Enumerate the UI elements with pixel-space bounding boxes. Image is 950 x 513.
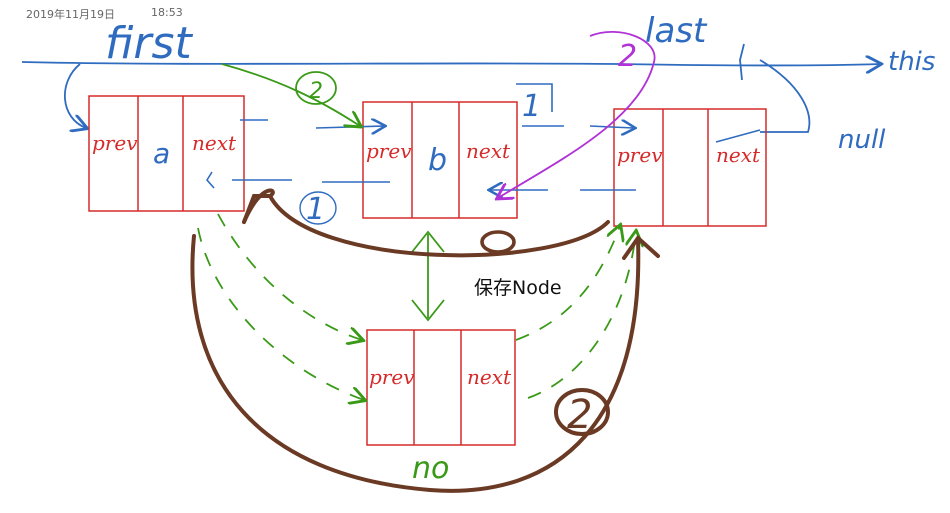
step-two-circle-brown [554, 388, 610, 436]
step-two-circle-green [295, 71, 337, 105]
green-dashed-links [197, 213, 636, 400]
node-b-prev: prev [366, 139, 412, 163]
node-a-value: a [153, 137, 170, 170]
node-a [88, 95, 245, 212]
header-time: 18:53 [151, 6, 183, 19]
this-label: this [888, 47, 935, 77]
node-a-next: next [192, 131, 237, 155]
node-new-prev: prev [369, 365, 415, 389]
header-date: 2019年11月19日 [26, 8, 115, 21]
step-one-label-a: 1 [306, 192, 325, 227]
node-b-value: b [428, 143, 447, 178]
green-double-arrow [411, 230, 445, 322]
null-label: null [838, 125, 886, 155]
first-pointer-arrow [64, 63, 86, 128]
node-a-prev: prev [92, 131, 138, 155]
node-c [613, 108, 767, 227]
new-node-label: no [412, 451, 449, 486]
brown-arc-two [190, 234, 660, 493]
step-one-label-b: 1 [522, 89, 541, 124]
save-node-label: 保存Node [474, 277, 562, 299]
first-label: first [105, 18, 193, 69]
node-c-next: next [716, 143, 761, 167]
node-b-next: next [466, 139, 511, 163]
last-pointer-tick [739, 43, 745, 81]
node-b [362, 101, 518, 219]
last-label: last [645, 11, 708, 51]
first-last-line [21, 62, 880, 66]
step-two-label-c: 2 [567, 392, 592, 438]
step-one-circle-brown [480, 230, 516, 254]
blue-link-arrows [206, 83, 761, 190]
brown-arc-one [242, 188, 610, 258]
node-c-prev: prev [617, 143, 663, 167]
step-one-circle-blue [299, 191, 337, 225]
purple-step-two-arrow [498, 31, 656, 198]
green-step-two-arrow [221, 63, 360, 126]
last-pointer-curve [759, 59, 811, 133]
step-two-label-a: 2 [309, 79, 323, 104]
node-new-next: next [467, 365, 512, 389]
step-two-label-b: 2 [618, 39, 637, 74]
